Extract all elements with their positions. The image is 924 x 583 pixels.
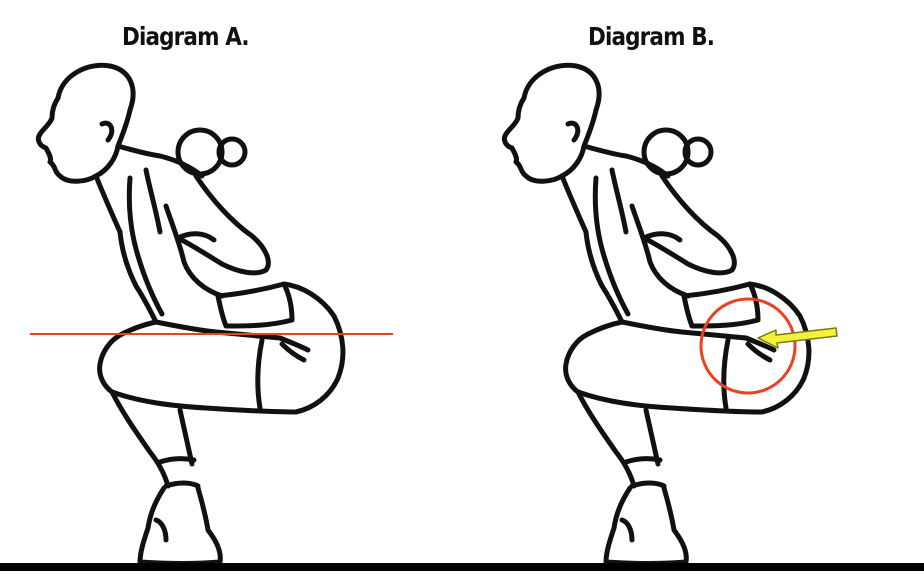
circle-highlight-icon	[699, 297, 797, 395]
squatting-lifter-icon	[38, 65, 343, 563]
lifter-figure-b	[504, 65, 809, 563]
arrow-left-icon	[757, 327, 838, 349]
floor-line	[0, 563, 924, 571]
squatting-lifter-icon	[504, 65, 809, 563]
diagram-a-title: Diagram A.	[122, 22, 250, 51]
lifter-figure-a	[38, 65, 343, 563]
diagram-b-title: Diagram B.	[588, 22, 715, 51]
